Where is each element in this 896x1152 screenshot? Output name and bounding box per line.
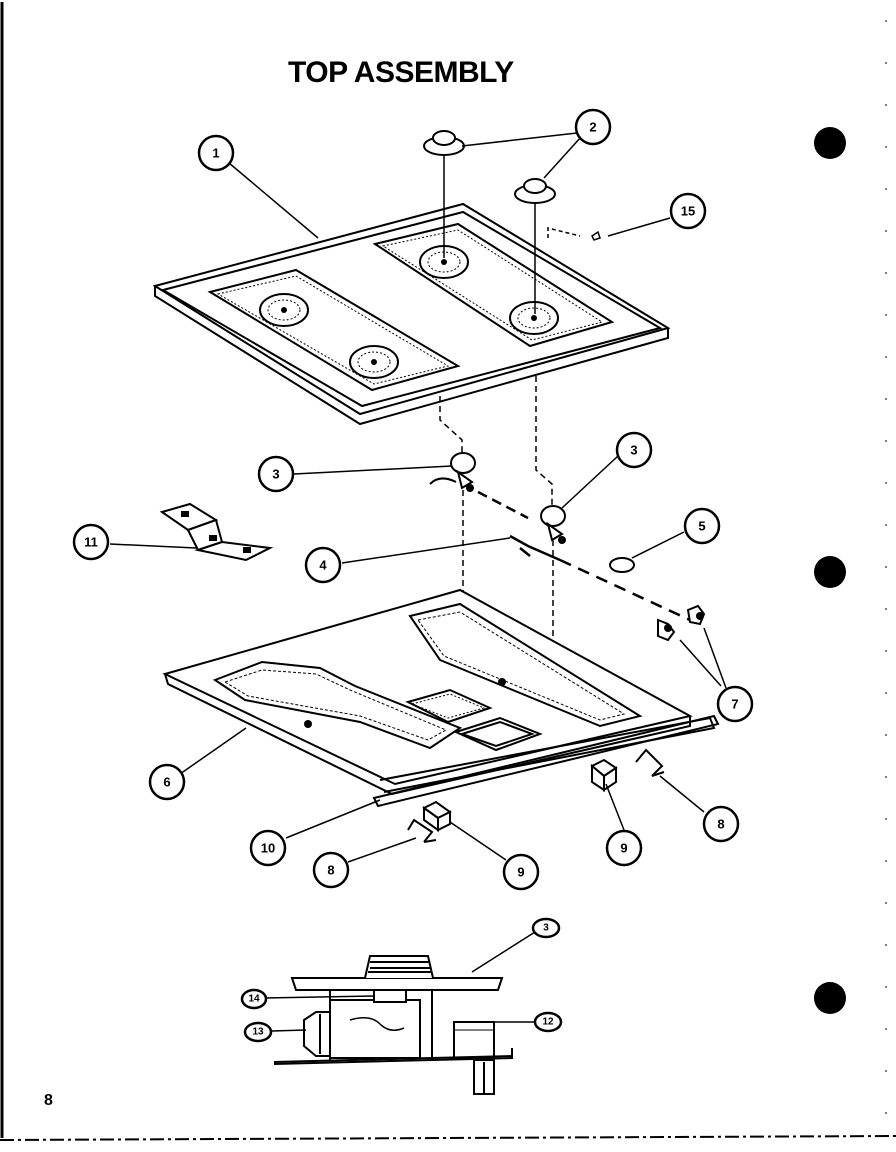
burner-cap-front: [514, 178, 556, 204]
clip-right-front: [590, 758, 618, 792]
callout-4: [304, 546, 342, 584]
clip-right-rear: [635, 748, 665, 777]
callout-9-left-label: 9: [517, 865, 524, 880]
leader-lines: [109, 132, 727, 1032]
callout-15-label: 15: [681, 204, 695, 219]
burner-box-pan: [162, 588, 720, 808]
callout-8-right-label: 8: [717, 817, 724, 832]
callout-7-label: 7: [731, 697, 738, 712]
detail-callout-3: [531, 917, 561, 939]
diagram-title: TOP ASSEMBLY: [288, 56, 514, 89]
callout-10-label: 10: [261, 841, 275, 856]
burner-detail-view: [273, 955, 513, 1095]
orifice-fittings: [657, 604, 706, 642]
callout-6-label: 6: [163, 775, 170, 790]
callout-3-right-label: 3: [630, 443, 637, 458]
callout-11-label: 11: [84, 535, 98, 550]
callout-8-right: [702, 805, 740, 843]
callout-3-left-label: 3: [272, 467, 279, 482]
cooktop-panel: [152, 202, 671, 426]
page-number: 8: [44, 1092, 53, 1109]
detail-callout-12: [533, 1011, 563, 1033]
detail-callout-13: [243, 1021, 273, 1043]
callout-9-right: [605, 829, 643, 867]
callout-5-label: 5: [698, 519, 705, 534]
callout-6: [148, 763, 186, 801]
burner-rear: [429, 452, 476, 492]
pan-drain-hole-left: [304, 720, 312, 728]
gas-manifold-tube: [477, 490, 691, 622]
callout-10: [249, 829, 287, 867]
callout-8-left: [312, 851, 350, 889]
grommet-ring: [609, 557, 635, 573]
pan-drain-hole-right: [498, 678, 506, 686]
binder-hole-top: [814, 127, 846, 159]
burner-center-dots: [281, 259, 537, 365]
detail-callout-12-label: 12: [542, 1017, 554, 1028]
clip-left-front: [422, 800, 452, 832]
detail-callout-14-label: 14: [248, 994, 260, 1005]
callout-2-label: 2: [589, 120, 596, 135]
callout-15: [669, 192, 707, 230]
callout-7: [716, 685, 754, 723]
burner-cap-rear: [423, 130, 465, 156]
callout-5: [683, 507, 721, 545]
callout-8-left-label: 8: [327, 863, 334, 878]
callout-1-label: 1: [212, 146, 219, 161]
burner-front: [540, 505, 566, 544]
binder-hole-bottom: [814, 982, 846, 1014]
binder-hole-middle: [814, 556, 846, 588]
callout-4-label: 4: [319, 558, 327, 573]
callout-3-right: [615, 431, 653, 469]
screw-part: [591, 230, 601, 241]
callout-3-left: [257, 455, 295, 493]
detail-callout-3-label: 3: [543, 923, 549, 934]
clip-left-rear: [407, 818, 437, 843]
callout-2: [574, 108, 612, 146]
callout-1: [197, 134, 235, 172]
callout-11: [72, 523, 110, 561]
mounting-bracket: [159, 502, 274, 562]
detail-callout-13-label: 13: [252, 1027, 264, 1038]
callout-9-right-label: 9: [620, 841, 627, 856]
callout-9-left: [502, 853, 540, 891]
detail-callout-14: [240, 988, 268, 1010]
